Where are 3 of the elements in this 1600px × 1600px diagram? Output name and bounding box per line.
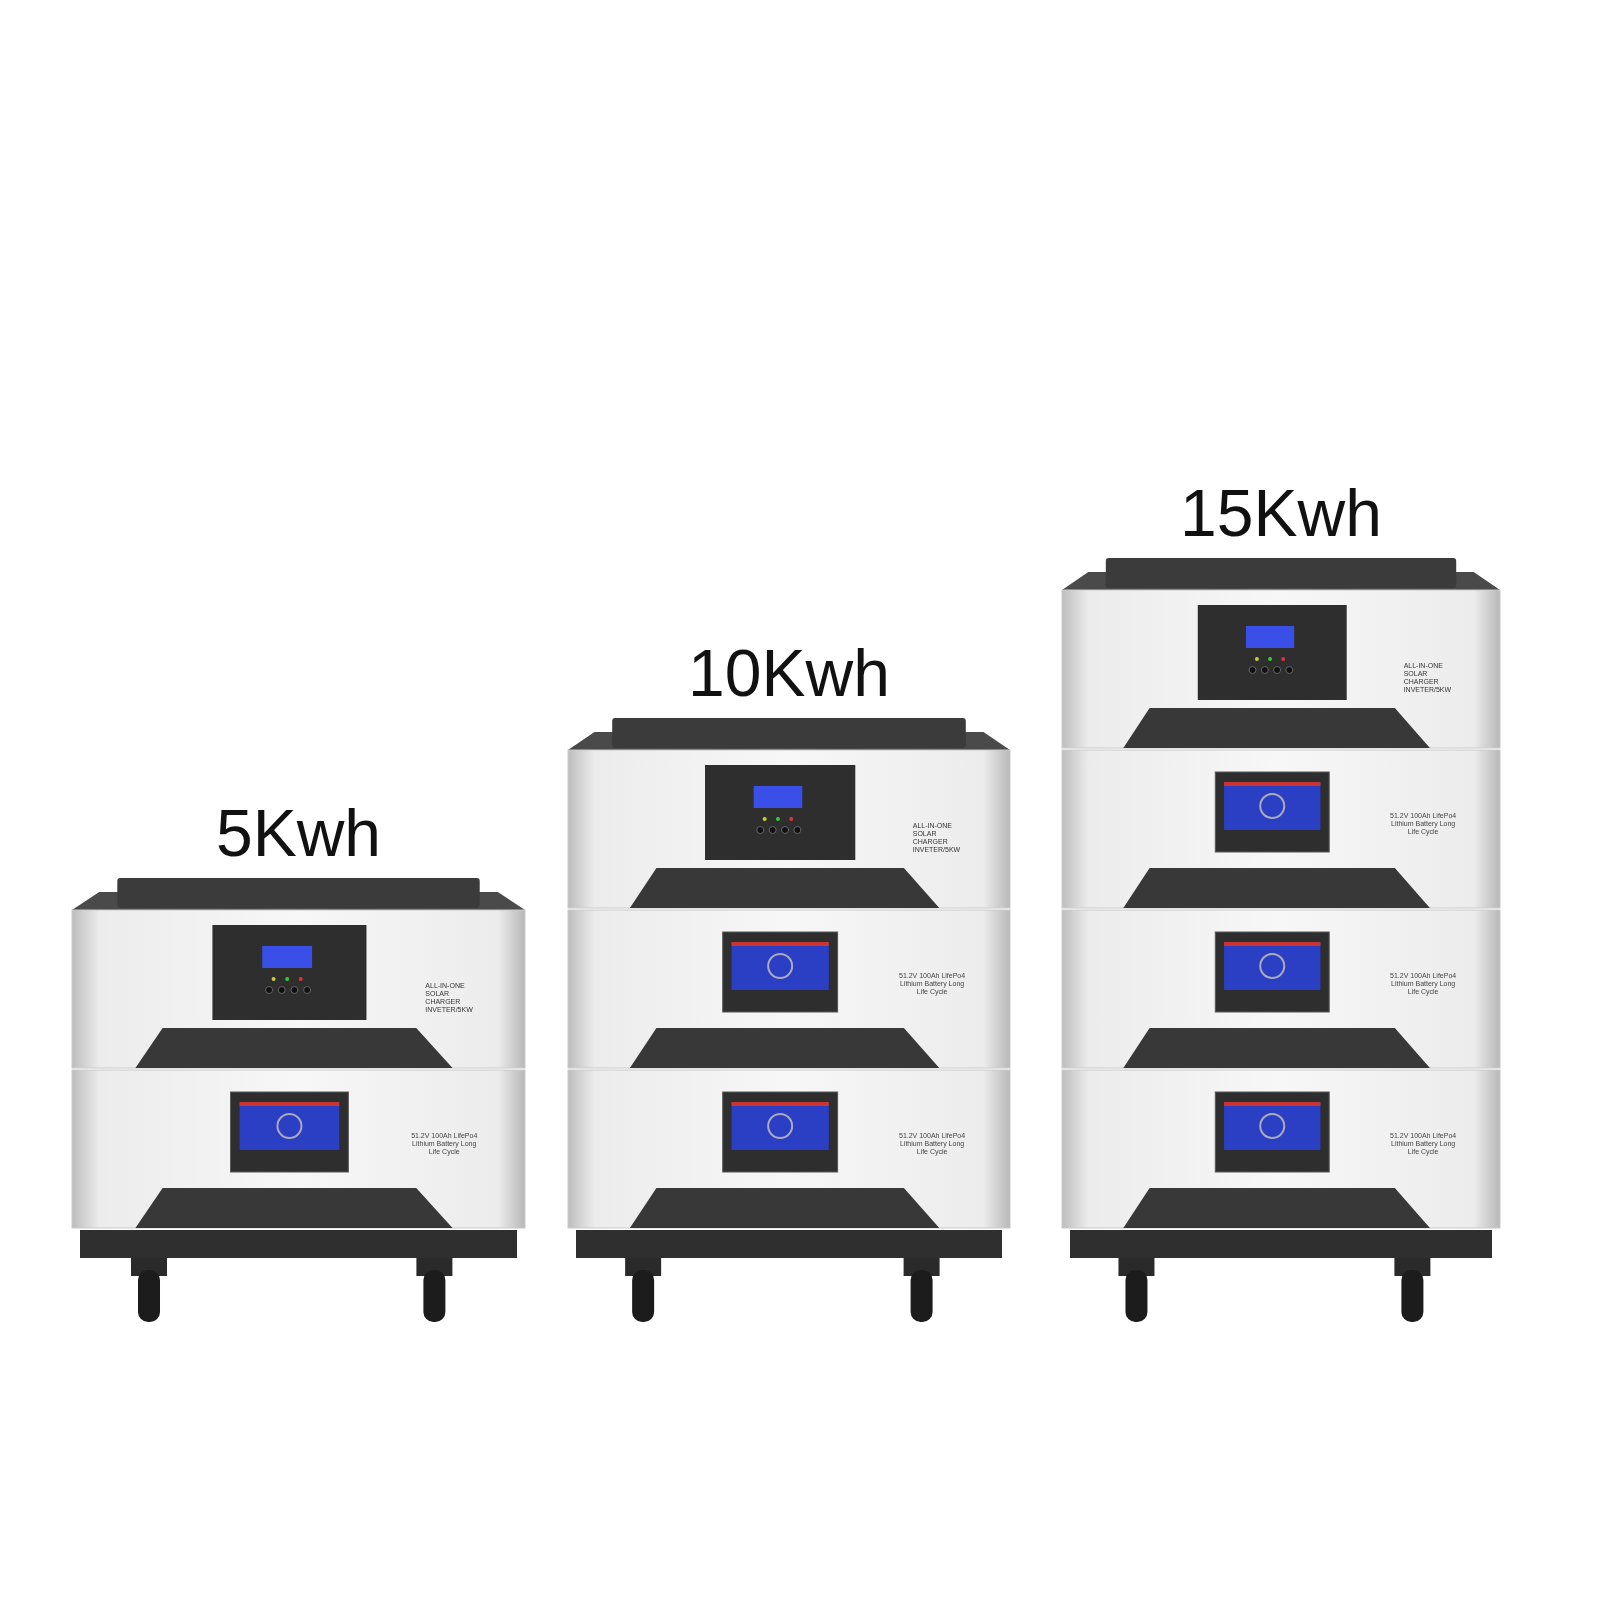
- capacity-title: 10Kwh: [688, 640, 890, 706]
- capacity-title: 5Kwh: [215, 800, 382, 866]
- capacity-title: 15Kwh: [1180, 480, 1382, 546]
